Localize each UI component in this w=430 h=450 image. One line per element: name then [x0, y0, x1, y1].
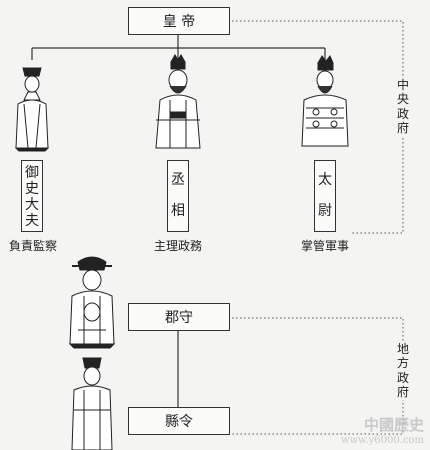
- censor-title-char: 夫: [25, 213, 39, 230]
- emperor-box: 皇 帝: [128, 7, 230, 35]
- commandery-governor-box: 郡守: [128, 303, 230, 331]
- central-government-label: 中 央 政 府: [395, 78, 411, 136]
- central-government-char: 府: [396, 121, 409, 136]
- central-government-char: 政: [396, 106, 409, 121]
- local-government-char: 方: [396, 356, 409, 371]
- chancellor-title-char: 相: [171, 203, 185, 220]
- watermark-title: 中國歷史: [363, 416, 424, 434]
- censor-duty-caption: 負責監察: [8, 239, 57, 253]
- commandant-figure: [301, 55, 349, 147]
- censor-title-char: 御: [25, 165, 39, 181]
- commandant-title-box: 太 尉: [314, 160, 336, 232]
- censor-title-box: 御 史 大 夫: [21, 160, 43, 232]
- site-watermark: 中國歷史 www.y6000.com: [341, 414, 424, 446]
- local-government-label: 地 方 政 府: [395, 342, 411, 400]
- local-government-char: 政: [396, 370, 409, 385]
- censor-title-char: 大: [25, 197, 39, 214]
- governor-figure: [68, 256, 116, 349]
- chancellor-figure: [155, 54, 201, 149]
- magistrate-figure: [71, 357, 113, 450]
- commandant-duty-caption: 掌管軍事: [300, 239, 349, 253]
- local-government-char: 地: [396, 342, 409, 356]
- commandant-title-char: 太: [318, 172, 332, 189]
- watermark-url: www.y6000.com: [340, 435, 424, 446]
- central-government-char: 中: [396, 78, 409, 92]
- chancellor-duty-caption: 主理政務: [153, 239, 202, 253]
- chancellor-title-char: 丞: [171, 172, 185, 189]
- commandant-title-char: 尉: [318, 203, 332, 220]
- chancellor-title-box: 丞 相: [167, 160, 189, 232]
- local-government-char: 府: [396, 385, 409, 400]
- county-magistrate-box: 縣令: [128, 407, 230, 435]
- censor-figure: [14, 67, 50, 152]
- central-government-char: 央: [396, 92, 409, 107]
- censor-title-char: 史: [25, 181, 39, 198]
